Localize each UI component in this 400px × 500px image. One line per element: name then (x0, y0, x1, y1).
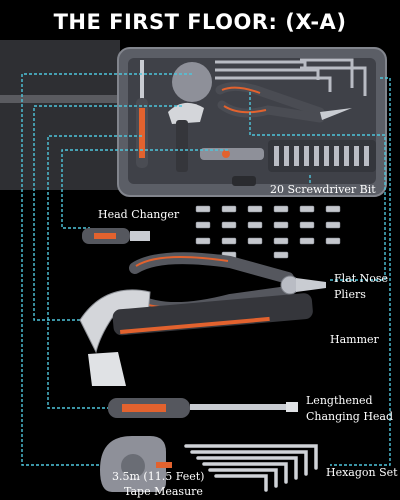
case-hex-keys (215, 58, 367, 96)
label-lengthened-1: Lengthened (306, 394, 373, 407)
case-pliers (215, 82, 352, 123)
tape-measure-tool (100, 436, 172, 492)
guide-hammer (33, 105, 182, 321)
case-orange-marker (222, 150, 230, 158)
guide-lengthened (47, 135, 142, 409)
case-tape-measure (172, 62, 212, 102)
drawer-rail (0, 95, 118, 103)
guide-pliers (249, 92, 386, 281)
case-changer-slot (200, 148, 264, 160)
label-tape-1: 3.5m (11.5 Feet) (112, 470, 205, 483)
label-hexagon-set: Hexagon Set (326, 466, 398, 479)
guide-lines (21, 73, 391, 466)
hammer-tool (79, 289, 313, 386)
loose-bits (195, 205, 341, 259)
guide-tape (21, 73, 192, 466)
label-screwdriver-bits: 20 Screwdriver Bit (270, 183, 376, 196)
guide-hexagon (330, 77, 391, 466)
label-hammer: Hammer (330, 333, 379, 346)
drawer-background (0, 40, 120, 190)
page-title: THE FIRST FLOOR: (X-A) (53, 10, 347, 34)
lengthened-changer-tool (108, 398, 298, 418)
label-tape-2: Tape Measure (124, 485, 203, 498)
label-lengthened-2: Changing Head (306, 410, 394, 423)
label-pliers-2: Pliers (334, 288, 366, 301)
tool-case (117, 47, 387, 197)
hexagon-key-set (184, 444, 318, 492)
guide-head-changer (61, 149, 228, 229)
label-pliers-1: Flat Nose (334, 272, 389, 285)
head-changer-tool (82, 228, 150, 244)
case-bits (274, 146, 369, 166)
label-head-changer: Head Changer (98, 208, 180, 221)
case-hammer (168, 102, 204, 172)
